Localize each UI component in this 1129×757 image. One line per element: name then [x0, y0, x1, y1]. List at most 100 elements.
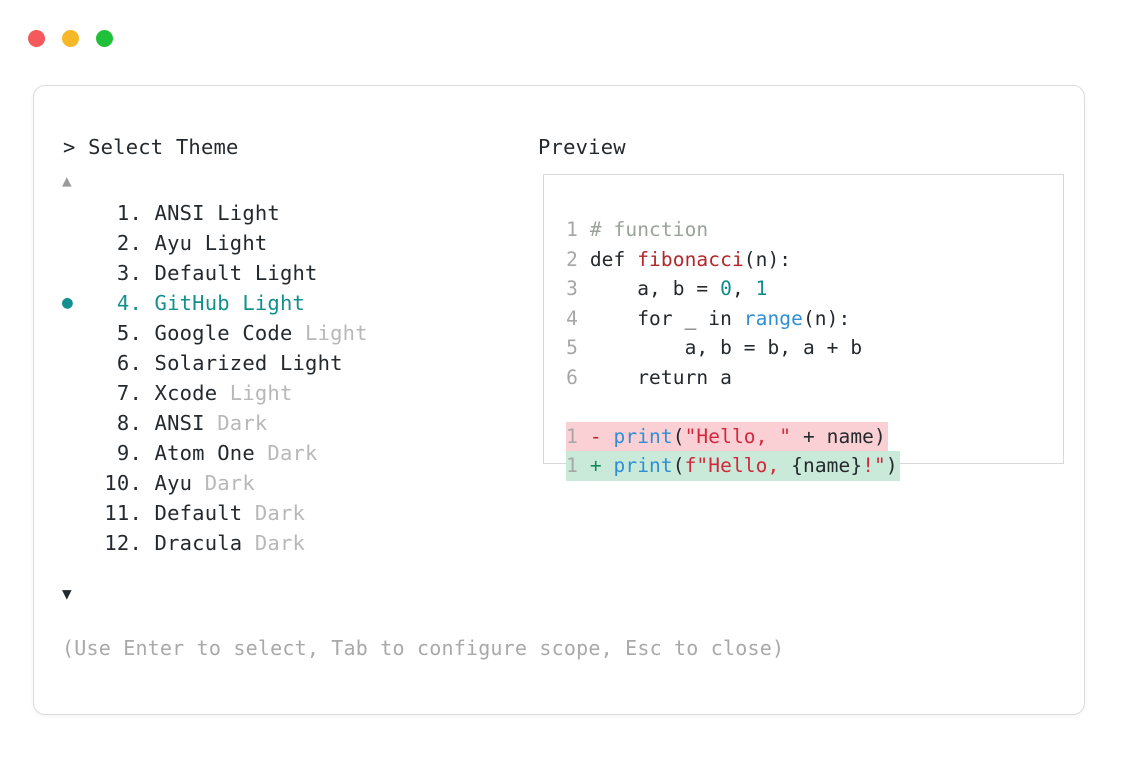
code-line-number: 4 [566, 306, 578, 330]
code-line: 3 a, b = 0, 1 [566, 274, 900, 304]
code-token: a, b = [589, 277, 721, 300]
code-token: {name} [791, 454, 863, 477]
code-gutter-gap [578, 336, 590, 359]
code-token: ( [672, 454, 685, 477]
code-token: range [743, 306, 803, 330]
code-line: 2 def fibonacci(n): [566, 245, 900, 275]
code-token: fibonacci [637, 247, 744, 271]
diff-removed-line: 1 - print("Hello, " + name) [566, 421, 888, 451]
code-line-number: 5 [566, 336, 578, 359]
theme-item-variant: Light [229, 381, 293, 405]
code-token: ) [885, 454, 898, 477]
code-line: 4 for _ in range(n): [566, 304, 900, 334]
theme-item-index: 7. [116, 381, 142, 405]
theme-item-name: Google Code [142, 321, 306, 345]
minimize-dot[interactable] [62, 30, 79, 47]
theme-item-variant: Light [305, 321, 368, 345]
theme-list-item[interactable]: 11. Default Dark [62, 498, 482, 528]
theme-item-name: Default [142, 261, 255, 285]
page-title: > Select Theme [63, 135, 239, 159]
theme-item-index: 9. [116, 441, 142, 465]
theme-item-index: 11. [104, 501, 142, 525]
theme-item-index: 2. [116, 231, 142, 255]
diff-added-line: 1 + print(f"Hello, {name}!") [566, 451, 900, 481]
theme-item-name: GitHub [142, 291, 243, 315]
theme-item-name: Default [142, 501, 255, 525]
theme-item-variant: Light [217, 201, 280, 225]
theme-list-item[interactable]: 9. Atom One Dark [62, 438, 482, 468]
theme-item-variant: Light [279, 351, 343, 375]
theme-item-index: 1. [116, 201, 142, 225]
code-token: !" [862, 454, 886, 477]
scroll-down-icon[interactable]: ▼ [62, 584, 72, 603]
theme-item-variant: Dark [254, 531, 306, 555]
code-token: (n): [802, 306, 851, 330]
code-token: return a [589, 365, 732, 389]
code-token: def [589, 247, 638, 271]
diff-line-wrapper: 1 - print("Hello, " + name) [566, 421, 900, 451]
close-dot[interactable] [28, 30, 45, 47]
theme-item-name: ANSI [142, 411, 218, 435]
theme-list-item[interactable]: 12. Dracula Dark [62, 528, 482, 558]
code-line: 1 # function [566, 215, 900, 245]
theme-list-item[interactable]: 8. ANSI Dark [62, 408, 482, 438]
code-line: 6 return a [566, 363, 900, 393]
theme-list-item[interactable]: 2. Ayu Light [62, 228, 482, 258]
code-gutter-gap [578, 366, 590, 389]
code-token: print [613, 454, 673, 477]
code-token: "Hello, " [684, 424, 792, 448]
theme-item-variant: Light [254, 261, 318, 285]
theme-item-index: 3. [116, 261, 142, 285]
theme-item-name: Dracula [142, 531, 255, 555]
code-token: for _ in [589, 306, 744, 330]
code-token: , [731, 277, 756, 300]
code-line-number: 1 [566, 218, 578, 241]
code-gutter-gap [578, 248, 590, 271]
theme-item-variant: Dark [267, 441, 318, 465]
code-token: ) [874, 424, 886, 448]
code-token: 1 [755, 277, 768, 300]
theme-item-variant: Dark [204, 471, 255, 495]
code-token: 0 [720, 277, 732, 300]
window-titlebar [28, 30, 113, 47]
code-token: ( [672, 424, 685, 448]
footer-hint: (Use Enter to select, Tab to configure s… [62, 636, 785, 660]
maximize-dot[interactable] [96, 30, 113, 47]
code-token: # function [589, 218, 709, 241]
code-token: f"Hello, [684, 454, 792, 477]
theme-list-item[interactable]: 7. Xcode Light [62, 378, 482, 408]
theme-item-index: 4. [116, 291, 142, 315]
theme-list-item[interactable]: 10. Ayu Dark [62, 468, 482, 498]
theme-item-index: 10. [104, 471, 142, 495]
code-token: print [613, 424, 673, 448]
theme-list-item[interactable]: 6. Solarized Light [62, 348, 482, 378]
code-line-number: 3 [566, 277, 578, 300]
theme-selector-panel: > Select Theme Preview ▲ ▼ 1. ANSI Light… [33, 85, 1085, 715]
theme-item-variant: Light [204, 231, 268, 255]
diff-line-wrapper: 1 + print(f"Hello, {name}!") [566, 451, 900, 481]
code-line-number: 2 [566, 247, 578, 271]
theme-list-item[interactable]: ●4. GitHub Light [62, 288, 482, 318]
theme-item-variant: Dark [217, 411, 268, 435]
code-gutter-gap [578, 277, 590, 300]
prompt-caret-icon: > [63, 135, 76, 159]
diff-marker: - [578, 424, 614, 448]
scroll-up-icon[interactable]: ▲ [62, 171, 72, 190]
theme-list-item[interactable]: 5. Google Code Light [62, 318, 482, 348]
theme-item-name: Atom One [142, 441, 268, 465]
code-gutter-gap [578, 218, 590, 241]
code-token: a, b = b, a + b [589, 336, 863, 359]
code-line-number: 1 [566, 454, 578, 477]
theme-item-name: Ayu [142, 231, 205, 255]
code-line: 5 a, b = b, a + b [566, 333, 900, 363]
diff-marker: + [578, 454, 614, 477]
theme-list-item[interactable]: 3. Default Light [62, 258, 482, 288]
preview-title: Preview [538, 135, 626, 159]
code-token: (n): [743, 247, 792, 271]
theme-list-item[interactable]: 1. ANSI Light [62, 198, 482, 228]
theme-item-name: Solarized [142, 351, 280, 375]
theme-item-variant: Dark [254, 501, 306, 525]
